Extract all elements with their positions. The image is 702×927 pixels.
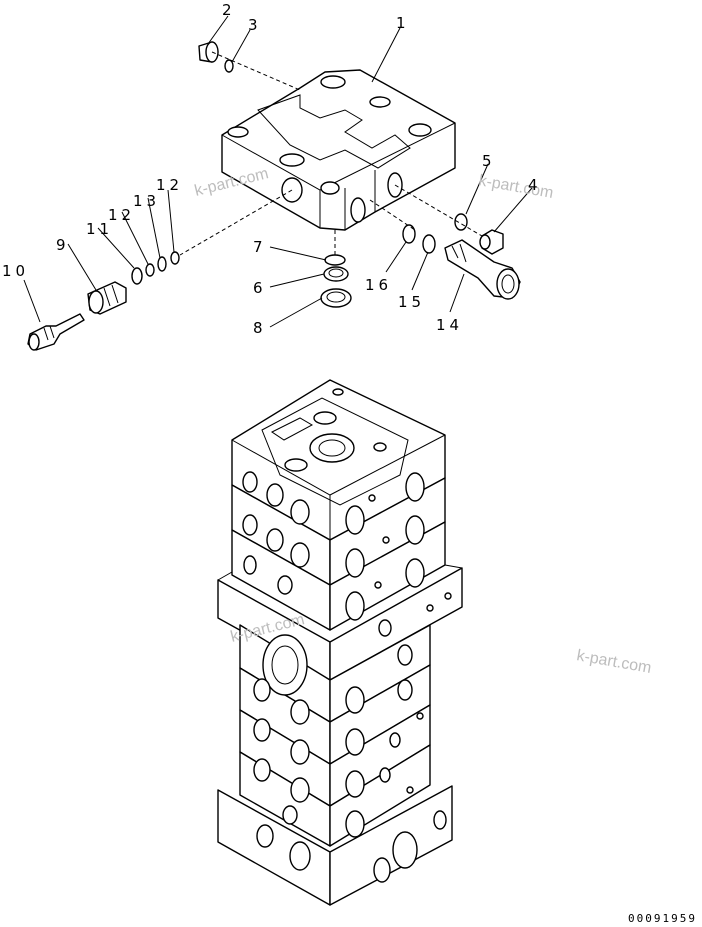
part-13-ring [157, 256, 167, 272]
assembly-line-5 [394, 184, 483, 237]
label-part-4: 4 [528, 176, 542, 194]
part-12-ring-b [145, 263, 155, 277]
assembly-line-16 [369, 199, 416, 231]
part-10-poppet [27, 313, 85, 351]
label-part-11: 11 [86, 220, 113, 238]
label-part-8: 8 [253, 319, 267, 337]
part-7-o-ring [324, 254, 346, 266]
part-11-ring [131, 267, 143, 285]
leader-lines [23, 15, 533, 328]
ports-right-faces [345, 472, 452, 883]
part-12-ring-a [170, 251, 180, 265]
part-1-cover [221, 69, 456, 231]
label-part-12-a: 12 [156, 176, 183, 194]
part-8-ring [320, 288, 352, 308]
watermark-4: k-part.com [575, 647, 652, 677]
part-5-o-ring [454, 213, 468, 231]
part-4-plug [479, 229, 504, 255]
label-part-14: 14 [436, 316, 463, 334]
part-14-valve [444, 239, 521, 300]
label-part-16: 16 [365, 276, 392, 294]
label-part-10: 10 [2, 262, 29, 280]
label-part-15: 15 [398, 293, 425, 311]
control-valve-stack [217, 379, 463, 906]
drawing-code: 00091959 [628, 912, 697, 925]
assembly-line-2-3 [211, 51, 301, 91]
cover-assembly [23, 15, 533, 351]
watermark-2: k-part.com [477, 172, 554, 202]
part-2-plug [198, 41, 219, 63]
label-part-3: 3 [248, 16, 262, 34]
part-6-ring [323, 266, 349, 282]
label-part-13: 13 [133, 192, 160, 210]
part-15-o-ring [422, 234, 436, 254]
part-9-sleeve [87, 281, 127, 315]
part-3-o-ring [224, 59, 234, 73]
ports-left-faces [242, 471, 311, 871]
assembly-line-10 [179, 189, 293, 256]
label-part-7: 7 [253, 238, 267, 256]
label-part-6: 6 [253, 279, 267, 297]
label-part-2: 2 [222, 1, 236, 19]
label-part-9: 9 [56, 236, 70, 254]
part-16-o-ring [402, 224, 416, 244]
label-part-5: 5 [482, 152, 496, 170]
label-part-1: 1 [396, 14, 410, 32]
label-part-12-b: 12 [108, 206, 135, 224]
part-number-labels: 2 3 1 5 4 12 13 12 11 9 10 7 6 8 16 15 1… [2, 1, 542, 337]
